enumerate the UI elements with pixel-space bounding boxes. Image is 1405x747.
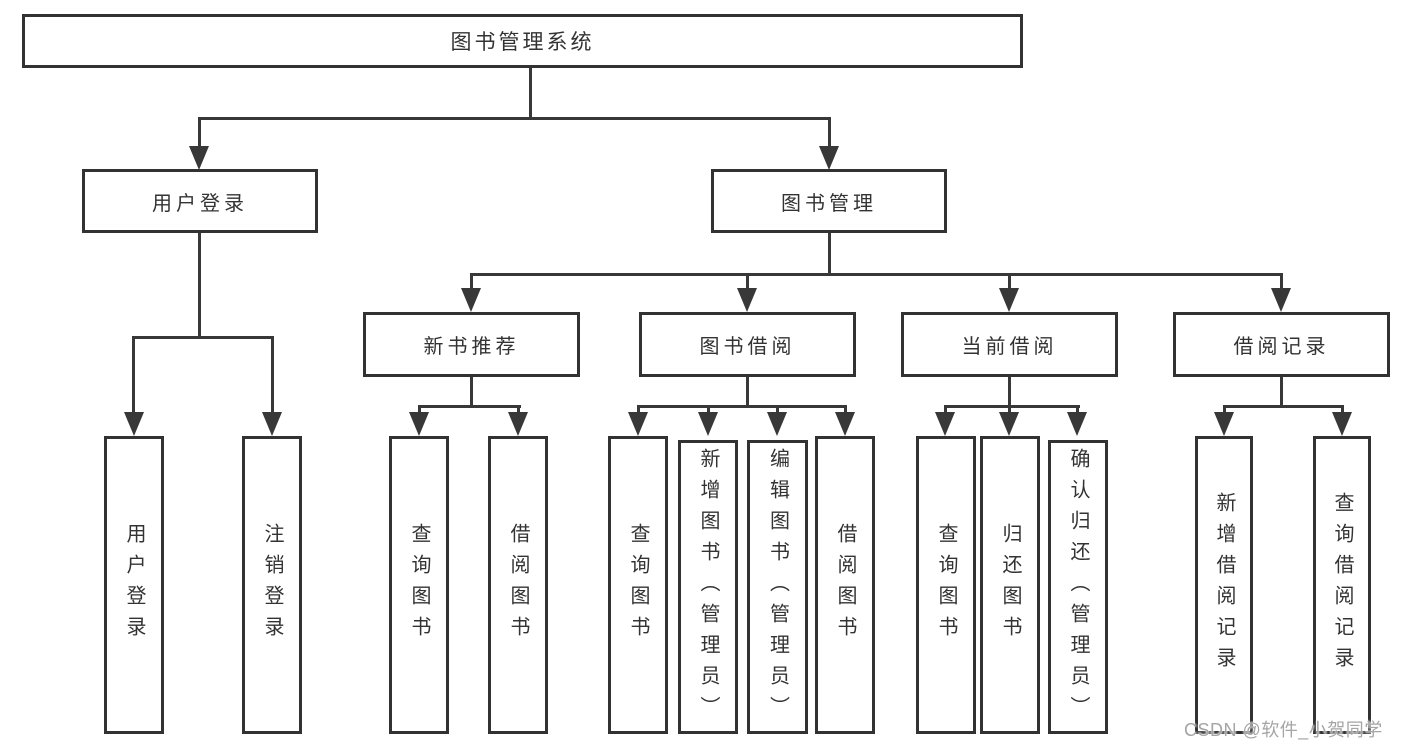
node-label: 借阅图书 [834,523,856,647]
node-label: 图书借阅 [699,336,796,358]
node-leaf-user-login: 用户登录 [104,436,164,734]
node-label: 借阅图书 [507,523,529,647]
connector-leaf-branch [637,405,847,408]
connector-trunk [470,377,473,407]
arrowhead-down [999,288,1019,312]
connector-stem [1076,405,1079,417]
connector-stem [517,405,520,417]
node-leaf-nb-query-books: 查询图书 [389,436,449,734]
node-leaf-bb-query-books: 查询图书 [608,436,668,734]
node-leaf-br-add-record: 新增借阅记录 [1195,436,1253,734]
connector-stem [418,405,421,417]
node-new-book-recommend: 新书推荐 [363,312,580,377]
connector-stem [1341,405,1344,417]
arrowhead-down [262,412,282,436]
node-leaf-bb-borrow-books: 借阅图书 [815,436,875,734]
node-borrowing-records: 借阅记录 [1173,312,1390,377]
connector-stem [470,273,473,293]
watermark: CSDN @软件_小贺同学 [1184,720,1383,740]
arrowhead-down [1214,412,1234,436]
node-label: 借阅记录 [1233,336,1330,358]
connector-stem [844,405,847,417]
node-leaf-bb-add-books-admin: 新增图书（管理员） [678,440,738,734]
arrowhead-down [628,412,648,436]
node-label: 新增借阅记录 [1213,492,1235,678]
connector-stem [198,117,201,155]
connector-user-login-branch [132,336,273,339]
connector-stem [746,273,749,293]
arrowhead-down [124,412,144,436]
connector-stem [132,336,135,416]
connector-leaf-branch [1223,405,1343,408]
arrowhead-down [1332,412,1352,436]
node-label: 当前借阅 [961,336,1058,358]
node-leaf-logout: 注销登录 [242,436,302,734]
node-leaf-cb-confirm-return-admin: 确认归还（管理员） [1048,440,1108,734]
connector-leaf-branch [944,405,1080,408]
connector-level2-branch [198,117,831,120]
node-root-system: 图书管理系统 [22,14,1023,68]
node-label: 确认归还（管理员） [1067,447,1089,727]
node-book-borrowing: 图书借阅 [639,312,856,377]
arrowhead-down [935,412,955,436]
node-label: 查询图书 [408,523,430,647]
arrowhead-down [819,146,839,170]
connector-stem [707,405,710,417]
node-leaf-br-query-record: 查询借阅记录 [1313,436,1371,734]
arrowhead-down [409,412,429,436]
connector-trunk [746,377,749,407]
connector-stem [944,405,947,417]
arrowhead-down [508,412,528,436]
node-label: 图书管理系统 [450,31,595,54]
node-label: 图书管理 [781,192,877,215]
connector-stem [637,405,640,417]
node-leaf-cb-query-books: 查询图书 [916,436,976,734]
connector-stem [1223,405,1226,417]
node-label: 注销登录 [261,523,283,647]
connector-leaf-branch [418,405,521,408]
connector-user-login-trunk [198,233,201,338]
node-leaf-cb-return-books: 归还图书 [980,436,1040,734]
arrowhead-down [835,412,855,436]
node-label: 新增图书（管理员） [697,447,719,727]
arrowhead-down [999,412,1019,436]
arrowhead-down [1067,412,1087,436]
node-leaf-nb-borrow-books: 借阅图书 [488,436,548,734]
node-label: 归还图书 [999,523,1021,647]
node-label: 查询图书 [627,523,649,647]
node-label: 用户登录 [123,523,145,647]
connector-stem [1280,273,1283,293]
node-label: 用户登录 [152,192,248,215]
arrowhead-down [737,288,757,312]
arrowhead-down [698,412,718,436]
node-book-management: 图书管理 [711,169,947,233]
node-user-login: 用户登录 [82,169,318,233]
connector-stem [1008,273,1011,293]
node-leaf-bb-edit-books-admin: 编辑图书（管理员） [747,440,808,734]
connector-stem [776,405,779,417]
connector-stem [828,117,831,155]
arrowhead-down [461,288,481,312]
connector-level3-branch [470,273,1283,276]
connector-root-trunk [529,68,532,118]
arrowhead-down [189,146,209,170]
connector-trunk [1280,377,1283,407]
node-label: 编辑图书（管理员） [766,447,789,727]
connector-stem [271,336,274,416]
connector-trunk [1008,377,1011,407]
node-label: 新书推荐 [423,336,520,358]
node-label: 查询借阅记录 [1331,492,1353,678]
connector-book-mgmt-trunk [828,233,831,275]
node-label: 查询图书 [935,523,957,647]
arrowhead-down [1271,288,1291,312]
connector-stem [1008,405,1011,417]
node-current-borrowing: 当前借阅 [901,312,1118,377]
arrowhead-down [767,412,787,436]
